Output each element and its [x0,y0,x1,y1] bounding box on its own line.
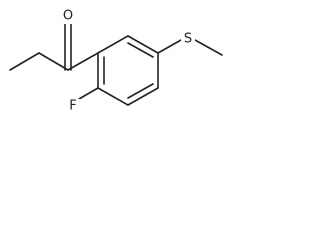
chemical-structure: O F S [9,8,223,115]
ring-bond-5-6-inner [127,42,154,58]
atom-labels: O F S [61,8,195,115]
ring-bond-6-1 [97,35,129,54]
ring-bond-3-4-inner [127,83,154,99]
ring-bond-5-6 [127,35,159,54]
fluorine-label: F [69,99,76,114]
fluorine-label-background [67,99,80,115]
sulfur-label-background [181,31,195,48]
oxygen-label: O [63,9,73,24]
bonds [9,22,223,106]
bond-ring-to-sulfur [157,39,182,54]
bond-ethyl-terminal [9,52,40,71]
bond-sulfur-to-methyl [194,39,223,56]
bond-ethyl-to-carbonyl [38,52,69,71]
bond-carbonyl-to-ring [67,52,99,71]
ring-bond-3-4 [127,87,159,106]
bond-ring-to-fluorine [78,87,99,100]
oxygen-label-background [61,8,75,24]
sulfur-label: S [184,32,192,47]
ring-bond-2-3 [97,87,129,106]
